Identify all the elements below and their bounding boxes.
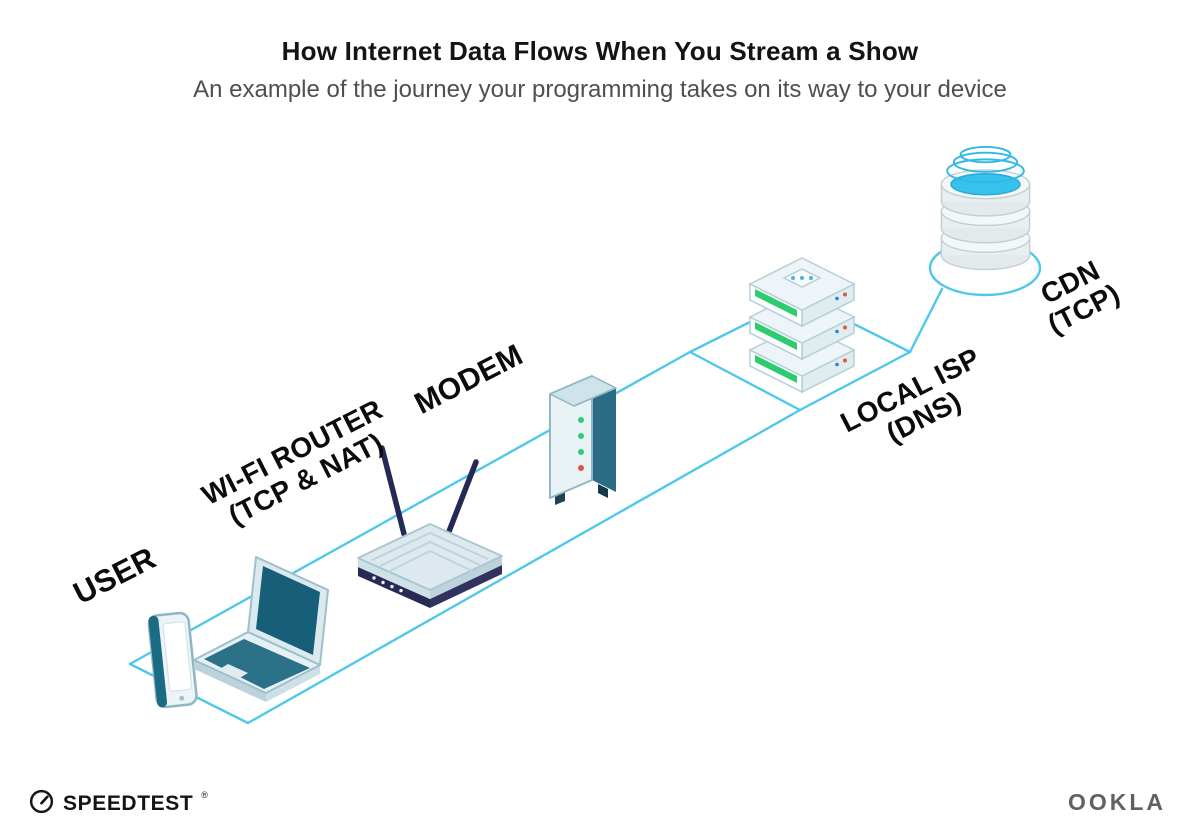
user-phone-icon [143,608,203,718]
isp-server-stack-icon [740,254,865,409]
speedtest-gauge-icon [28,788,55,820]
ookla-logo: OOKLA [1067,789,1166,815]
user-laptop-icon [190,543,340,723]
cdn-database-icon [928,142,1043,291]
speedtest-logo: SPEEDTEST ® [28,788,208,820]
page-title: How Internet Data Flows When You Stream … [281,36,919,66]
speedtest-wordmark: SPEEDTEST [63,792,194,815]
page-subtitle: An example of the journey your programmi… [193,76,1007,103]
registered-trademark-mark: ® [201,790,208,800]
flow-line-to-cdn [908,287,944,354]
modem-icon [540,358,635,513]
wifi-router-icon [350,438,510,618]
